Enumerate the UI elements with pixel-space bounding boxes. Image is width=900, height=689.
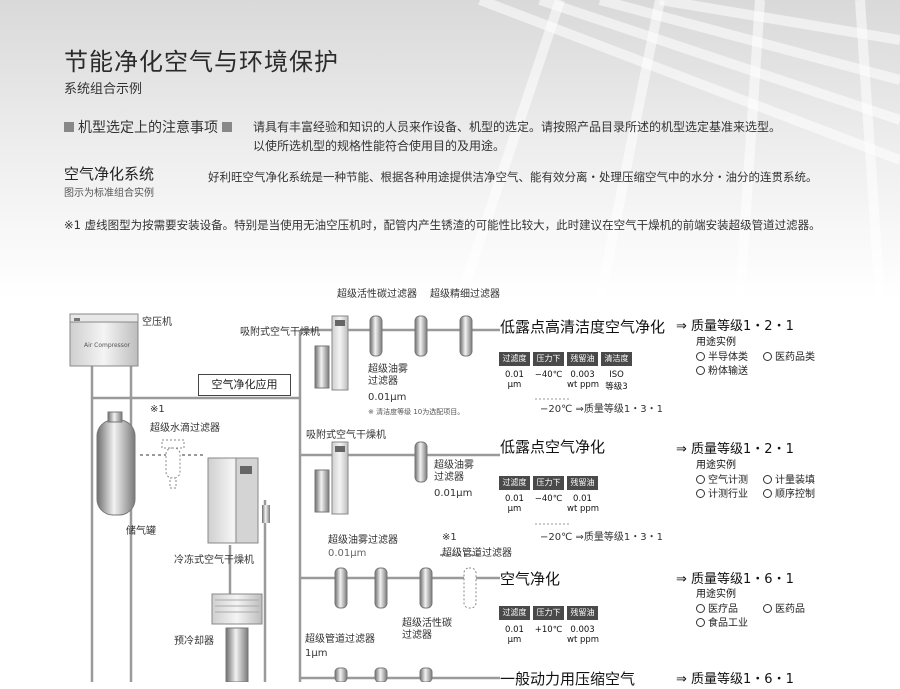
oil-mist2-label: 超级油雾 过滤器 (434, 460, 474, 483)
row2-alt-grade: −20℃ ⇒质量等级1・3・1 (540, 532, 663, 543)
section-square-icon (222, 122, 232, 132)
precooler-label: 预冷却器 (174, 636, 214, 647)
row3-value-oil: 0.003 wt ppm (567, 625, 600, 645)
row1-use: 医药品类 (763, 348, 815, 363)
adsorption-dryer-2 (314, 441, 349, 515)
row3-badge-filtration: 过滤度 (499, 606, 530, 620)
row3-badge-dewpoint: 压力下露点 (533, 606, 564, 631)
oil-mist1-spec: 0.01μm (368, 392, 407, 403)
precise-filter-top-label: 超级精细过滤器 (430, 289, 500, 300)
system-subheading: 图示为标准组合实例 (64, 188, 154, 199)
air-purification-apply-box: 空气净化应用 (198, 374, 291, 396)
row2-use: 计量装填 (763, 471, 815, 486)
row1-title: 低露点高清洁度空气净化 (500, 318, 666, 336)
row1-filters (369, 315, 473, 357)
section-square-icon (64, 122, 74, 132)
page-title: 节能净化空气与环境保护 (64, 48, 339, 76)
row2-badge-filtration: 过滤度 (499, 476, 530, 490)
super-pipe-label: 超级管道过滤器 (305, 634, 375, 645)
row2-title: 低露点空气净化 (500, 438, 606, 456)
refrigerated-dryer (207, 457, 270, 544)
row2-grade: ⇒ 质量等级1・2・1 (676, 442, 794, 457)
fridge-dryer-label: 冷冻式空气干燥机 (174, 555, 254, 566)
row1-use: 粉体输送 (696, 362, 748, 377)
oil-mist1-label: 超级油雾 过滤器 (368, 364, 408, 387)
note1-label: ※1 (150, 404, 165, 415)
row3-optional-filter (463, 567, 477, 609)
row3-value-filtration: 0.01 μm (505, 625, 524, 645)
water-drop-filter (161, 439, 185, 489)
ads-dryer2-label: 吸附式空气干燥机 (306, 430, 386, 441)
row1-use: 半导体类 (696, 348, 748, 363)
header-texture (455, 0, 900, 300)
row3-use: 医药品 (763, 600, 805, 615)
compressor-label: 空压机 (142, 317, 172, 328)
compressor-plate: Air Compressor (84, 342, 131, 349)
row3-grade: ⇒ 质量等级1・6・1 (676, 572, 794, 587)
row2-value-oil: 0.01 wt ppm (567, 494, 600, 514)
row2-badge-oil: 残留油量 (567, 476, 598, 501)
row2-value-dewpoint: −40℃ (534, 494, 563, 504)
row3-use: 食品工业 (696, 614, 748, 629)
row4-title: 一般动力用压缩空气 (500, 670, 636, 688)
precooler (211, 593, 263, 682)
row1-badge-filtration: 过滤度 (499, 352, 530, 366)
oil-mist3-label: 超级油雾过滤器 (328, 535, 398, 546)
row4-filters (334, 667, 433, 682)
row1-alt-grade: −20℃ ⇒质量等级1・3・1 (540, 404, 663, 415)
oil-mist3-spec: 0.01μm (328, 548, 367, 559)
oil-mist2-spec: 0.01μm (434, 488, 473, 499)
row2-use: 计测行业 (696, 485, 748, 500)
notice-heading: 机型选定上的注意事项 (64, 117, 236, 137)
note1b-label: ※1 (442, 532, 457, 543)
tank-label: 储气罐 (126, 526, 156, 537)
row3-filters (334, 567, 433, 609)
page-subtitle: 系统组合示例 (64, 82, 143, 97)
row2-use: 顺序控制 (763, 485, 815, 500)
row1-value-cleanliness: ISO 等级3 (605, 370, 628, 392)
optional-pipe-lines (140, 454, 480, 556)
notice-text: 请具有丰富经验和知识的人员来作设备、机型的选定。请按照产品目录所述的机型选定基准… (253, 120, 782, 153)
row3-badge-oil: 残留油量 (567, 606, 598, 631)
ads-dryer1-label: 吸附式空气干燥机 (240, 327, 320, 338)
row3-title: 空气净化 (500, 570, 561, 588)
row2-badge-dewpoint: 压力下露点 (533, 476, 564, 501)
row1-value-oil: 0.003 wt ppm (567, 370, 600, 390)
super-pipe-spec: 1μm (305, 648, 328, 659)
row2-filters (414, 441, 428, 483)
row3-use: 医疗品 (696, 600, 738, 615)
row3-uses-heading: 用途实例 (696, 589, 736, 600)
clean-note: ※ 清洁度等级 10为选配项目。 (368, 408, 465, 416)
row2-value-filtration: 0.01 μm (505, 494, 524, 514)
system-heading: 空气净化系统 (64, 165, 155, 183)
row2-use: 空气计测 (696, 471, 748, 486)
carbon-filter-top-label: 超级活性碳过滤器 (337, 289, 417, 300)
row1-badge-cleanliness: 清洁度 (601, 352, 632, 366)
row1-badge-oil: 残留油量 (567, 352, 598, 377)
carbon-filter-bottom-label: 超级活性碳 过滤器 (402, 618, 452, 641)
row3-value-dewpoint: +10℃ (534, 625, 563, 635)
footnote: ※1 虚线图型为按需要安装设备。特别是当使用无油空压机时，配管内产生锈渣的可能性… (64, 218, 821, 232)
water-filter-label: 超级水滴过滤器 (150, 423, 220, 434)
row1-uses-heading: 用途实例 (696, 337, 736, 348)
row1-badge-dewpoint: 压力下露点 (533, 352, 564, 377)
row1-value-dewpoint: −40℃ (534, 370, 563, 380)
row2-uses-heading: 用途实例 (696, 460, 736, 471)
air-compressor (69, 313, 139, 367)
row4-grade: ⇒ 质量等级1・6・1 (676, 672, 794, 687)
row1-value-filtration: 0.01 μm (505, 370, 524, 390)
adsorption-dryer-1 (314, 315, 349, 391)
super-pipe-right-label: 超级管道过滤器 (442, 548, 512, 559)
receiver-tank (96, 411, 136, 516)
row1-grade: ⇒ 质量等级1・2・1 (676, 319, 794, 334)
system-description: 好利旺空气净化系统是一种节能、根据各种用途提供洁净空气、能有效分离・处理压缩空气… (208, 170, 818, 184)
